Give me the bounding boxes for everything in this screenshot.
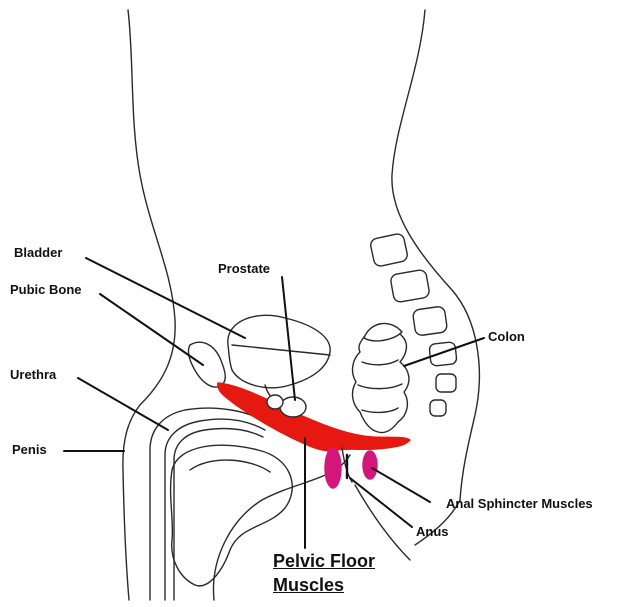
bladder-shape bbox=[228, 315, 330, 387]
colon-shape bbox=[353, 329, 409, 433]
prostate-side-lobe bbox=[267, 395, 283, 409]
perineum-outline bbox=[355, 485, 410, 560]
vertebra-1 bbox=[369, 233, 408, 267]
anal-sphincter-left bbox=[325, 448, 341, 488]
bladder-label: Bladder bbox=[14, 246, 62, 259]
vertebra-6 bbox=[430, 400, 446, 416]
anus-label: Anus bbox=[416, 525, 449, 538]
penis-outline bbox=[150, 408, 270, 600]
anal-sphincter-leader bbox=[372, 468, 430, 502]
front-body-outline bbox=[123, 10, 175, 600]
pubic-bone-shape bbox=[188, 342, 225, 387]
urethra-label: Urethra bbox=[10, 368, 56, 381]
scrotum-inner bbox=[190, 460, 270, 472]
prostate-shape bbox=[280, 397, 306, 417]
back-body-outline bbox=[392, 10, 479, 500]
colon-label: Colon bbox=[488, 330, 525, 343]
pubic-bone-label: Pubic Bone bbox=[10, 283, 82, 296]
penis-label: Penis bbox=[12, 443, 47, 456]
vertebra-3 bbox=[412, 306, 447, 336]
vertebra-5 bbox=[436, 374, 456, 392]
bladder-line bbox=[232, 345, 330, 355]
vertebra-4 bbox=[429, 342, 457, 367]
pelvic-floor-label-line2: Muscles bbox=[273, 574, 344, 597]
prostate-label: Prostate bbox=[218, 262, 270, 275]
pelvic-floor-label-line1: Pelvic Floor bbox=[273, 550, 375, 573]
urethra-leader bbox=[78, 378, 168, 430]
urethra-tube-inner bbox=[174, 428, 263, 600]
pubic-bone-leader bbox=[100, 294, 203, 365]
anal-sphincter-label: Anal Sphincter Muscles bbox=[446, 497, 593, 510]
prostate-leader bbox=[282, 277, 295, 400]
vertebra-2 bbox=[390, 269, 430, 303]
anal-sphincter-right bbox=[363, 451, 377, 479]
